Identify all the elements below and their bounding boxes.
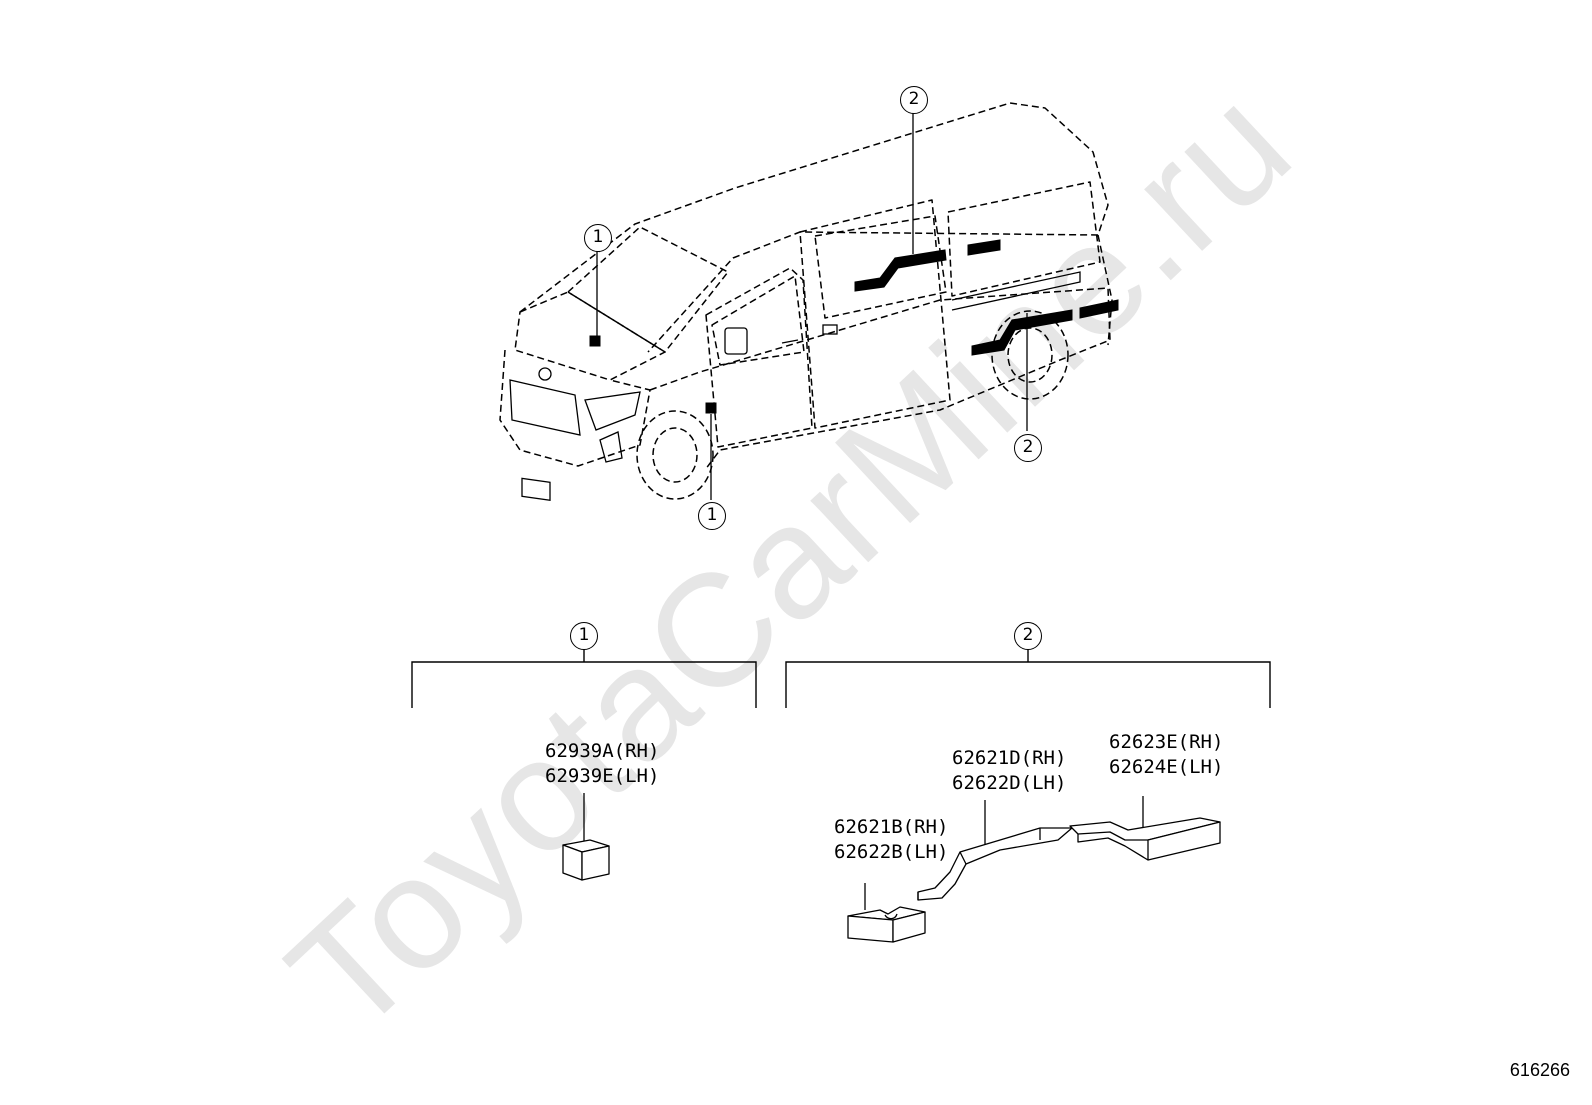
callout-2-top[interactable]: 2	[900, 86, 928, 114]
part-number-62623E[interactable]: 62623E(RH)	[1109, 731, 1224, 753]
van-windshield	[567, 226, 729, 353]
van-rear-edge	[1097, 234, 1113, 346]
door-handle-front	[781, 339, 799, 344]
part-62621B-notch	[884, 913, 898, 920]
part-62621D-edge	[917, 828, 1041, 900]
pad-hood-marker	[589, 335, 601, 347]
van-hood	[514, 291, 666, 381]
body-side-trim	[951, 271, 1081, 311]
part-number-62939E[interactable]: 62939E(LH)	[545, 765, 660, 787]
part-number-62939A[interactable]: 62939A(RH)	[545, 740, 660, 762]
pad-lower-strip	[971, 309, 1073, 356]
callout-2-bottom[interactable]: 2	[1014, 434, 1042, 462]
front-wheel	[636, 410, 714, 500]
van-roof-outline	[519, 102, 1109, 353]
callout-1-hood[interactable]: 1	[584, 224, 612, 252]
part-62621B-side	[892, 911, 926, 943]
pad-fender-marker	[705, 402, 717, 414]
bracket-group-1	[411, 661, 757, 708]
part-62621B-front	[847, 915, 894, 943]
van-front	[499, 349, 651, 467]
group-1-callout[interactable]: 1	[570, 622, 598, 650]
headlight	[584, 391, 641, 431]
part-number-62624E[interactable]: 62624E(LH)	[1109, 756, 1224, 778]
van-front-door	[705, 267, 813, 448]
grille	[509, 379, 581, 436]
part-62623E-front	[1147, 821, 1221, 861]
part-62621D-body	[917, 827, 1073, 901]
pad-upper-strip	[854, 249, 947, 292]
image-number: 616266	[1509, 1060, 1570, 1080]
part-62623E-lip	[1077, 834, 1149, 861]
van-window-front	[711, 275, 805, 366]
bracket-group-2	[785, 661, 1271, 708]
van-sliding-door	[799, 199, 951, 429]
group-2-callout[interactable]: 2	[1014, 622, 1042, 650]
part-number-62621B[interactable]: 62621B(RH)	[834, 816, 949, 838]
van-side-lower	[649, 287, 1111, 471]
van-window-mid	[814, 215, 947, 319]
part-number-62622D[interactable]: 62622D(LH)	[952, 772, 1067, 794]
pad-upper-rear	[967, 239, 1001, 256]
callout-1-fender[interactable]: 1	[698, 502, 726, 530]
rear-wheel-hub	[1007, 327, 1053, 383]
emblem	[538, 367, 552, 381]
license-plate	[521, 477, 551, 502]
part-number-62622B[interactable]: 62622B(LH)	[834, 841, 949, 863]
rear-wheel	[991, 310, 1069, 400]
fog-light	[599, 431, 623, 463]
pad-lower-rear	[1079, 299, 1119, 319]
van-window-rear	[947, 181, 1101, 297]
side-mirror	[724, 327, 748, 355]
front-wheel-hub	[652, 427, 698, 483]
part-62939-side	[581, 845, 610, 881]
door-handle-slide	[822, 324, 838, 335]
part-number-62621D[interactable]: 62621D(RH)	[952, 747, 1067, 769]
